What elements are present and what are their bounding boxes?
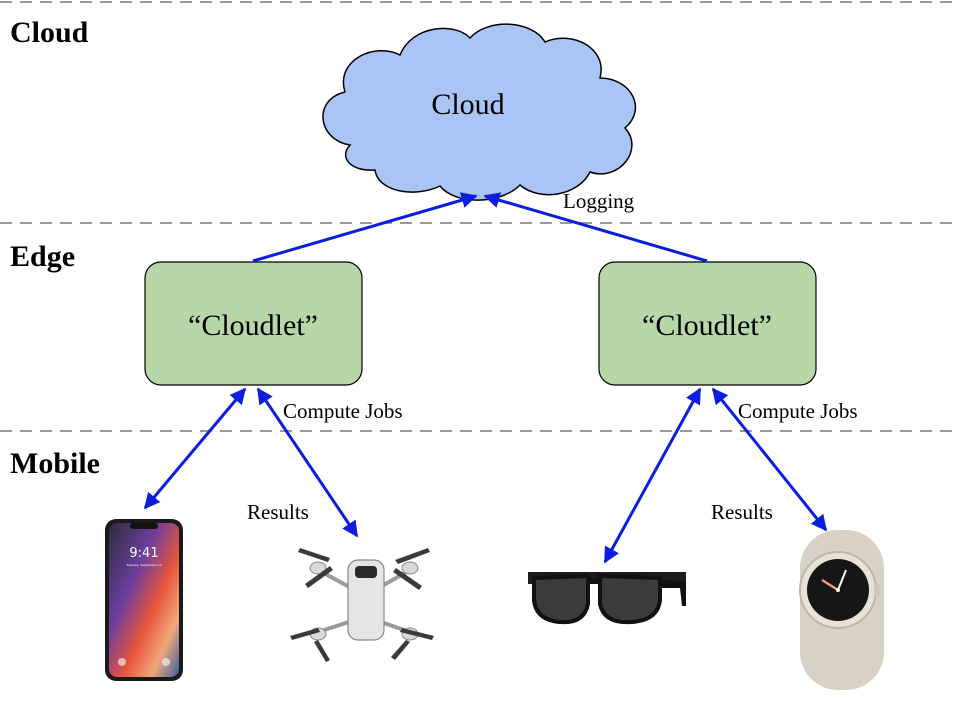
smart-glasses-icon [528,572,686,625]
cloud-node-label: Cloud [431,88,504,121]
smartphone-icon: 9:41 Tuesday, September 12 [105,519,183,681]
arrow-cloudlet-right-watch [711,387,828,532]
arrow-cloudlet-right-to-cloud [483,192,708,263]
tier-label-edge: Edge [10,240,75,273]
tier-label-cloud: Cloud [10,16,89,49]
compute-jobs-label-left: Compute Jobs [283,399,403,423]
cloudlet-left: “Cloudlet” [144,261,363,386]
compute-jobs-label-right: Compute Jobs [738,399,858,423]
phone-time: 9:41 [129,546,158,561]
arrow-cloudlet-left-to-cloud [252,192,478,263]
arrow-cloudlet-left-phone [143,387,247,510]
cloudlet-right: “Cloudlet” [598,261,817,386]
cloud-node: Cloud [322,23,637,201]
phone-date: Tuesday, September 12 [125,563,162,567]
cloudlet-left-label: “Cloudlet” [188,309,318,342]
smartwatch-icon [799,530,884,690]
results-label-left: Results [247,500,309,524]
drone-icon [290,548,434,662]
arrow-cloudlet-right-glasses [603,387,702,564]
logging-label: Logging [563,189,635,213]
cloudlet-right-label: “Cloudlet” [642,309,772,342]
tier-label-mobile: Mobile [10,447,100,480]
arrow-cloudlet-left-drone [256,387,359,538]
results-label-right: Results [711,500,773,524]
